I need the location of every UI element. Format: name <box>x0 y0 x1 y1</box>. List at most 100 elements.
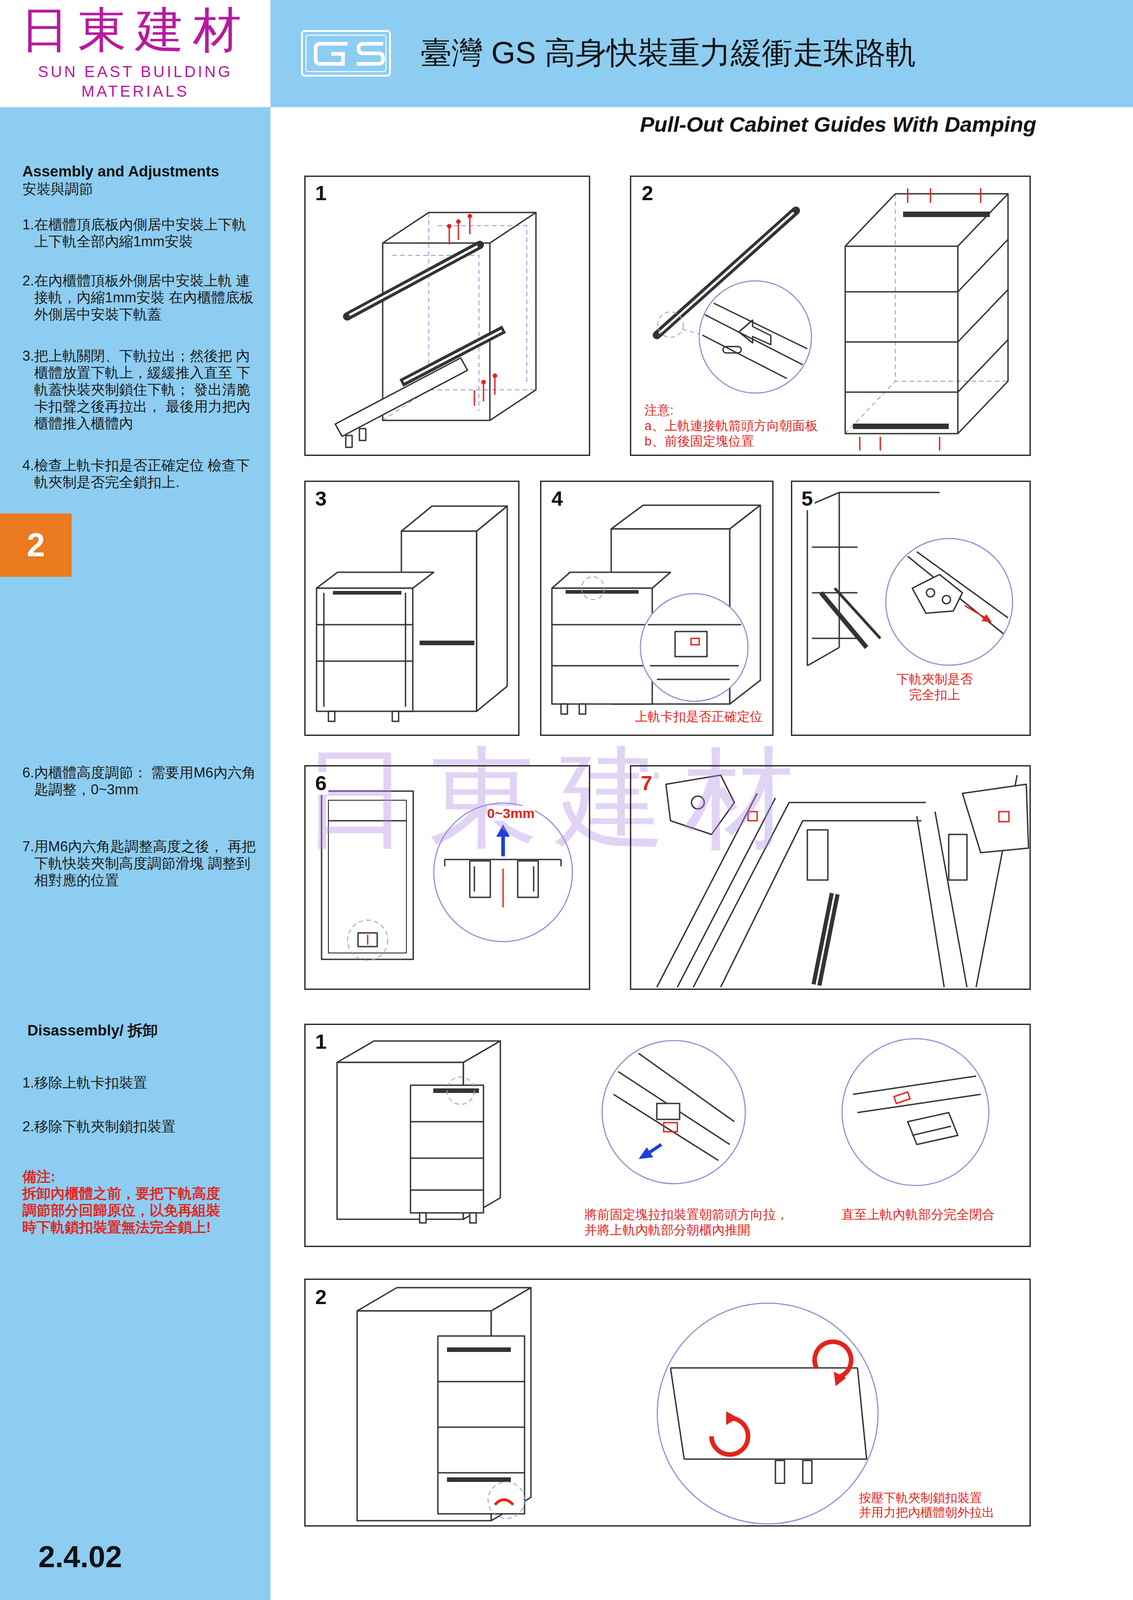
rail-figure-2 <box>656 188 1009 451</box>
gs-logo-part <box>315 43 348 64</box>
panel-number: 4 <box>549 487 565 511</box>
note-text: 直至上軌內軌部分完全閉合 <box>841 1207 995 1223</box>
cabinet-figure-3-part <box>332 591 402 595</box>
note-text: 按壓下軌夾制鎖扣裝置 并用力把內櫃體朝外拉出 <box>858 1491 996 1521</box>
cabinet-figure-3-part <box>316 572 434 589</box>
figure-panel: 5 下軌夾制是否 完全扣上 <box>790 480 1031 737</box>
rail-detail-figure-7-part <box>962 784 1029 853</box>
rail-detail-figure-7-part <box>807 830 828 881</box>
rail-figure-2-part <box>722 346 742 354</box>
disassembly-figure-2-part <box>488 1482 525 1519</box>
note-text: 下軌夾制是否 完全扣上 <box>893 671 976 703</box>
note-text: 將前固定塊拉扣裝置朝箭頭方向拉， 并將上軌內軌部分朝櫃內推開 <box>584 1207 796 1239</box>
step-text: 1.移除上軌卡扣裝置 <box>22 1074 260 1092</box>
rail-figure-2-part <box>845 193 1009 434</box>
panel-number: 6 <box>313 772 329 796</box>
cabinet-figure-1-part <box>481 379 486 385</box>
cabinet-figure-1-part <box>403 330 502 382</box>
rail-detail-figure-7-part <box>948 834 967 881</box>
panel-number: 2 <box>313 1286 329 1310</box>
note-text: b、前後固定塊位置 <box>644 433 754 450</box>
section-heading: Disassembly/ 拆卸 <box>27 1021 270 1040</box>
cabinet-figure-5-part <box>942 595 951 604</box>
cabinet-figure-5 <box>807 492 1013 666</box>
height-figure-6-part <box>328 820 407 822</box>
cabinet-figure-5-part <box>981 614 993 623</box>
cabinet-figure-1 <box>335 212 536 448</box>
rail-detail-figure-7-part <box>816 893 835 986</box>
rail-figure-2-part <box>657 311 684 338</box>
section-heading: 安裝與調節 <box>22 180 269 198</box>
rail-detail-figure-7-part <box>691 796 705 810</box>
height-figure-6-part <box>444 859 562 867</box>
disassembly-figure-1-part <box>841 1039 989 1186</box>
note-heading: 備注: <box>22 1168 160 1186</box>
disassembly-figure-1-part <box>907 1112 958 1145</box>
logo-subtext: SUN EAST BUILDING MATERIALS <box>0 62 271 102</box>
note-text: 拆卸內櫃體之前，要把下軌高度 調節部分回歸原位，以免再組裝 時下軌鎖扣裝置無法完… <box>22 1185 229 1237</box>
cabinet-figure-3-part <box>316 592 413 707</box>
disassembly-figure-2-part <box>494 1500 514 1506</box>
panel-number: 5 <box>799 487 815 511</box>
section-heading: Assembly and Adjustments <box>22 162 269 181</box>
cabinet-figure-5-part <box>912 574 963 614</box>
page-title: 臺灣 GS 高身快裝重力緩衝走珠路軌 <box>420 35 917 70</box>
sidebar-band: Assembly and Adjustments安裝與調節 1.在櫃體頂底板內側居… <box>0 107 271 1600</box>
height-figure-6-part <box>517 861 539 898</box>
cabinet-figure-1-part <box>359 428 366 441</box>
cabinet-figure-5-part <box>821 592 867 648</box>
step-text: 6.內櫃體高度調節： 需要用M6內六角匙調整，0~3mm <box>22 764 260 799</box>
disassembly-figure-2-part <box>670 1368 867 1460</box>
rail-detail-figure-7-part <box>998 811 1009 822</box>
cabinet-figure-4-part <box>551 624 653 666</box>
disassembly-figure-1-part <box>613 1053 735 1161</box>
cabinet-figure-4-part <box>647 624 742 680</box>
cabinet-figure-3-part <box>316 588 413 712</box>
cabinet-figure-3-part <box>476 506 508 712</box>
cabinet-figure-1-part <box>349 246 478 316</box>
panel-number: 1 <box>313 181 329 205</box>
disassembly-figure-1-part <box>446 1077 475 1105</box>
cabinet-figure-1-part <box>347 244 480 317</box>
step-text: 2.在內櫃體頂板外側居中安裝上軌 連接軌，內縮1mm安裝 在內櫃體底板外側居中安… <box>22 272 260 323</box>
note-text: 注意: <box>644 402 674 419</box>
panel-number: 1 <box>313 1030 329 1054</box>
rail-figure-2-part <box>859 188 981 451</box>
rail-figure-2-part <box>738 320 771 345</box>
disassembly-figure-2-part <box>833 1372 847 1387</box>
rail-detail-figure-7-part <box>748 811 758 822</box>
height-figure-6-part <box>347 920 388 961</box>
disassembly-figure-1-part <box>410 1122 484 1191</box>
cabinet-figure-4-part <box>561 704 568 715</box>
disassembly-figure-1-part <box>656 1103 680 1120</box>
cabinet-figure-4-part <box>565 590 639 594</box>
cabinet-figure-4-part <box>581 576 605 600</box>
cabinet-figure-4-part <box>551 588 653 705</box>
cabinet-figure-4-part <box>551 572 671 589</box>
panel-number: 3 <box>313 487 329 511</box>
height-figure-6-part <box>474 866 534 892</box>
rail-detail-figure-7-part <box>665 775 735 835</box>
panel-number: 7 <box>639 772 655 796</box>
gs-logo-part <box>306 35 386 72</box>
cabinet-figure-1-part <box>401 329 505 384</box>
disassembly-figure-2-part <box>657 1303 879 1525</box>
rail-figure-2-part <box>702 303 808 379</box>
disassembly-figure-2-part <box>726 1411 739 1426</box>
cabinet-figure-5-part <box>907 551 1009 635</box>
disassembly-figure-1-part <box>419 1213 427 1224</box>
step-text: 1.在櫃體頂底板內側居中安裝上下軌 上下軌全部內縮1mm安裝 <box>22 216 260 250</box>
disassembly-figure-2-part <box>802 1460 812 1484</box>
cabinet-figure-1-part <box>467 213 473 219</box>
figure-panel: 60~3mm <box>304 765 591 991</box>
disassembly-figure-2-part <box>446 1347 511 1353</box>
cabinet-figure-4-part <box>691 638 700 645</box>
note-text: a、上軌連接軌箭頭方向朝面板 <box>644 418 818 434</box>
logo-text: 日東建材 <box>0 3 271 58</box>
rail-figure-2-part <box>699 280 812 394</box>
cabinet-figure-5-part <box>964 605 988 620</box>
disassembly-figure-2-part <box>711 1418 749 1456</box>
